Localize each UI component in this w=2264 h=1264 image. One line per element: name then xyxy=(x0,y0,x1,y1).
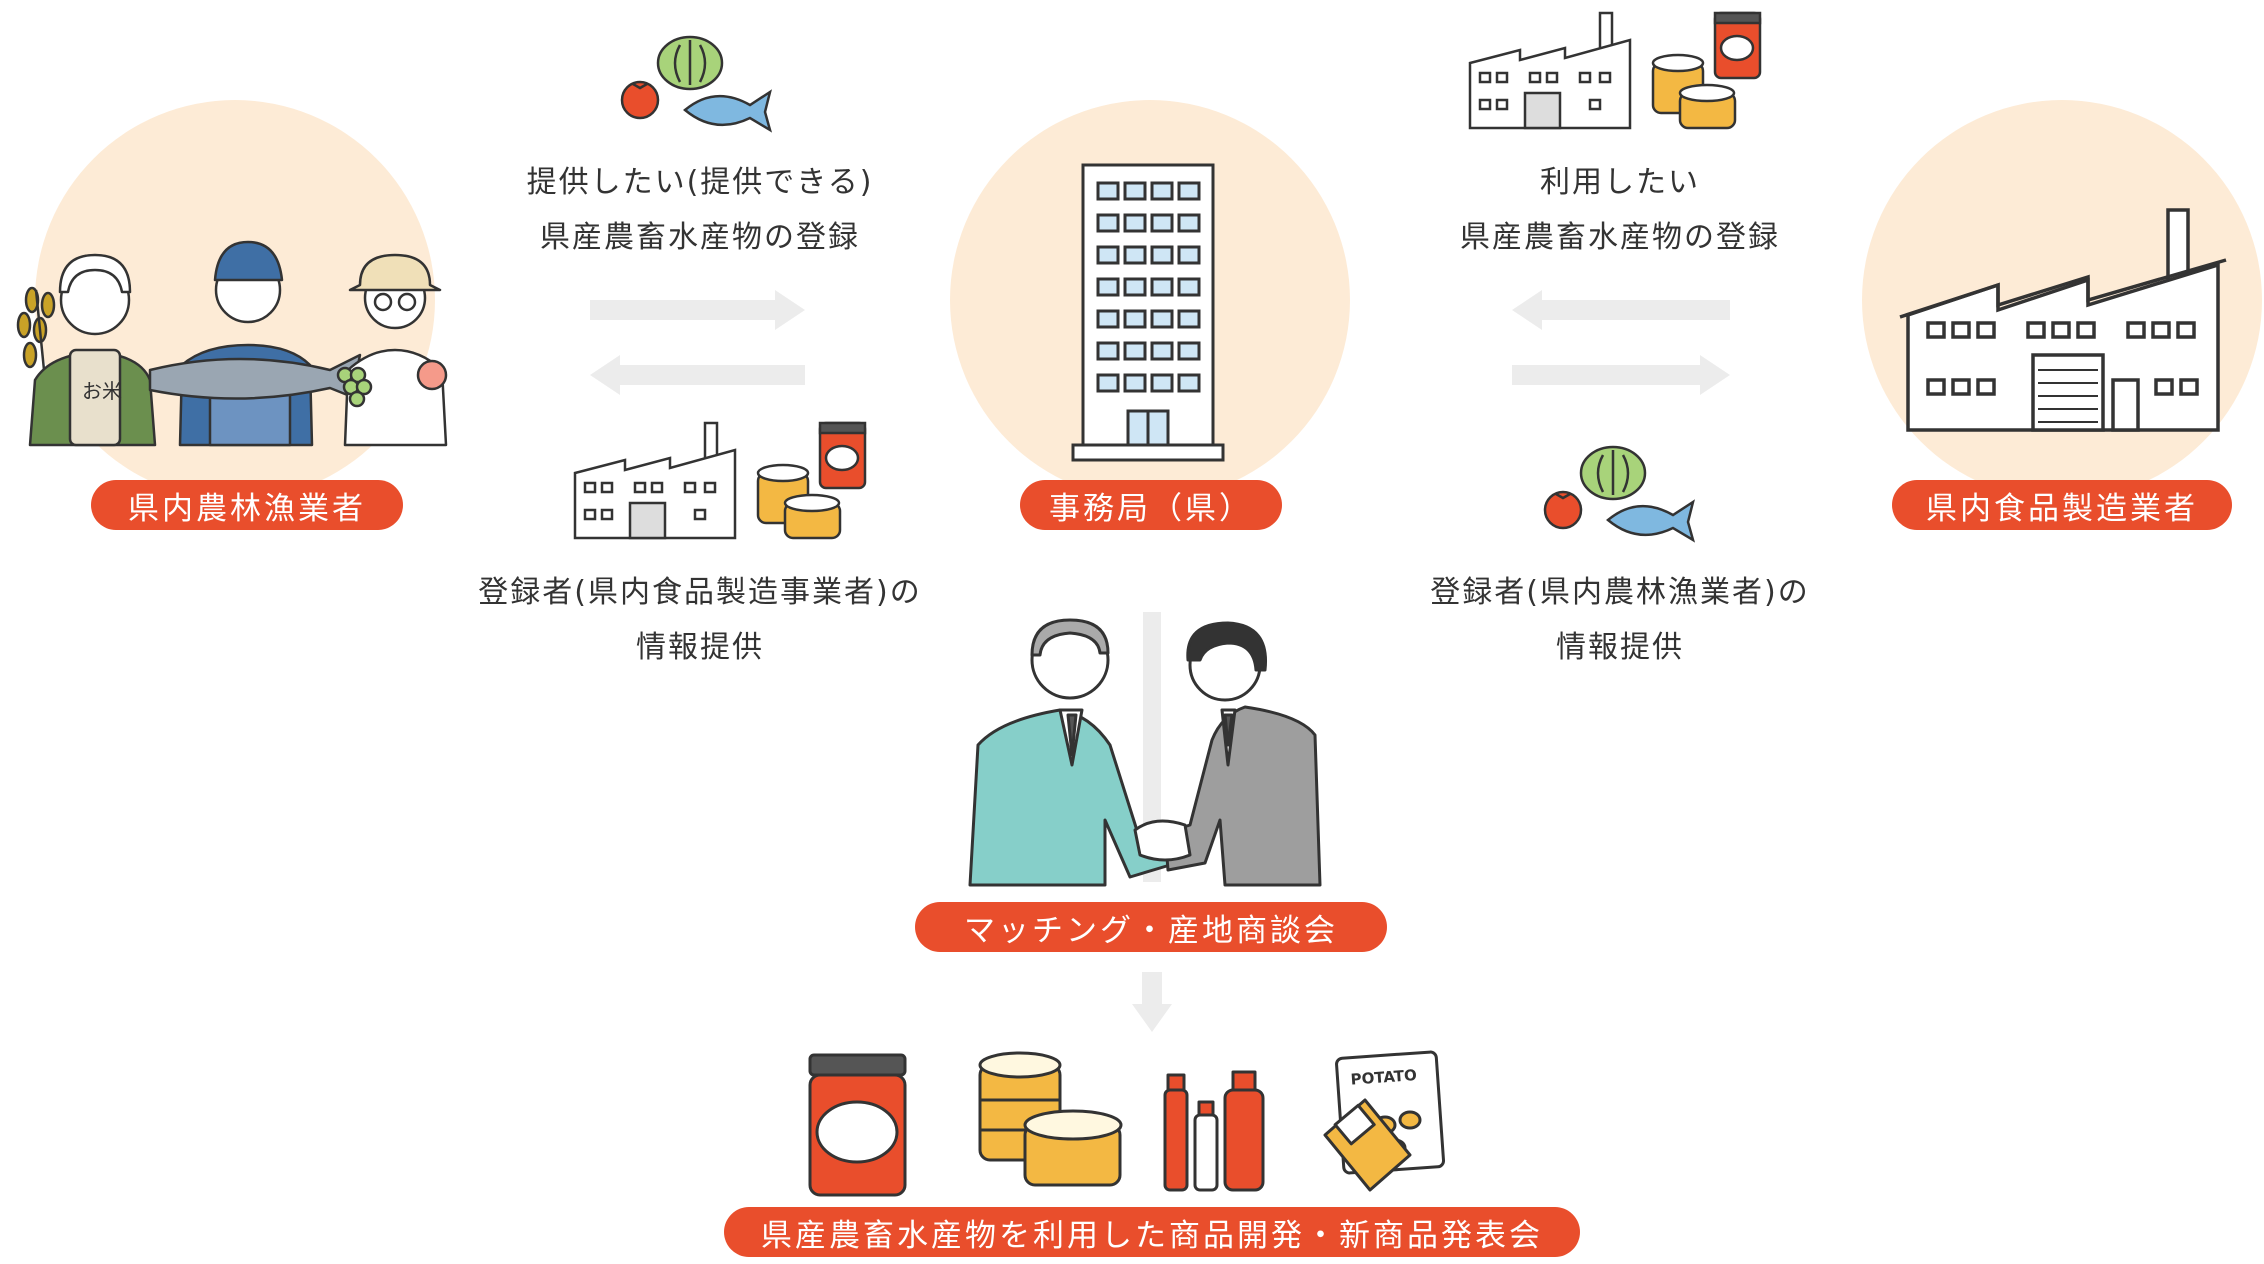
caption-left-bottom-line1: 登録者(県内食品製造事業者)の xyxy=(478,575,922,610)
arrow-left-left-bottom xyxy=(590,355,805,395)
caption-right-top: 利用したい 県産農畜水産物の登録 xyxy=(1400,155,1840,265)
caption-right-bottom-line1: 登録者(県内農林漁業者)の xyxy=(1430,575,1810,610)
caption-right-top-line2: 県産農畜水産物の登録 xyxy=(1460,220,1780,255)
office-building-icon xyxy=(1071,163,1225,462)
caption-right-top-line1: 利用したい xyxy=(1540,165,1700,200)
vertical-connector xyxy=(1143,612,1161,882)
arrow-right-left-top xyxy=(590,290,805,330)
factory-cans-icon xyxy=(573,421,867,540)
caption-left-top-line2: 県産農畜水産物の登録 xyxy=(540,220,860,255)
caption-left-top: 提供したい(提供できる) 県産農畜水産物の登録 xyxy=(480,155,920,265)
caption-left-bottom: 登録者(県内食品製造事業者)の 情報提供 xyxy=(430,565,970,675)
produce-icon xyxy=(620,35,773,133)
caption-left-top-line1: 提供したい(提供できる) xyxy=(526,165,874,200)
development-label: 県産農畜水産物を利用した商品開発・新商品発表会 xyxy=(724,1207,1580,1257)
caption-left-bottom-line2: 情報提供 xyxy=(636,630,764,665)
caption-right-bottom: 登録者(県内農林漁業者)の 情報提供 xyxy=(1370,565,1870,675)
factory-icon xyxy=(1899,208,2227,432)
handshake-icon xyxy=(968,618,1322,887)
caption-right-bottom-line2: 情報提供 xyxy=(1556,630,1684,665)
arrow-right-right-bottom xyxy=(1512,355,1730,395)
farmers-label: 県内農林漁業者 xyxy=(91,480,403,530)
produce-icon xyxy=(1543,445,1696,543)
food-products-icon: POTATO xyxy=(808,1050,1446,1197)
svg-text:お米: お米 xyxy=(82,379,122,403)
farmers-fishers-icon: お米 xyxy=(16,240,448,447)
manufacturers-label: 県内食品製造業者 xyxy=(1892,480,2232,530)
arrow-down xyxy=(1132,972,1172,1032)
office-label: 事務局（県） xyxy=(1020,480,1282,530)
arrow-left-right-top xyxy=(1512,290,1730,330)
factory-cans-icon xyxy=(1468,11,1762,130)
svg-text:POTATO: POTATO xyxy=(1350,1066,1417,1089)
matching-label: マッチング・産地商談会 xyxy=(915,902,1387,952)
